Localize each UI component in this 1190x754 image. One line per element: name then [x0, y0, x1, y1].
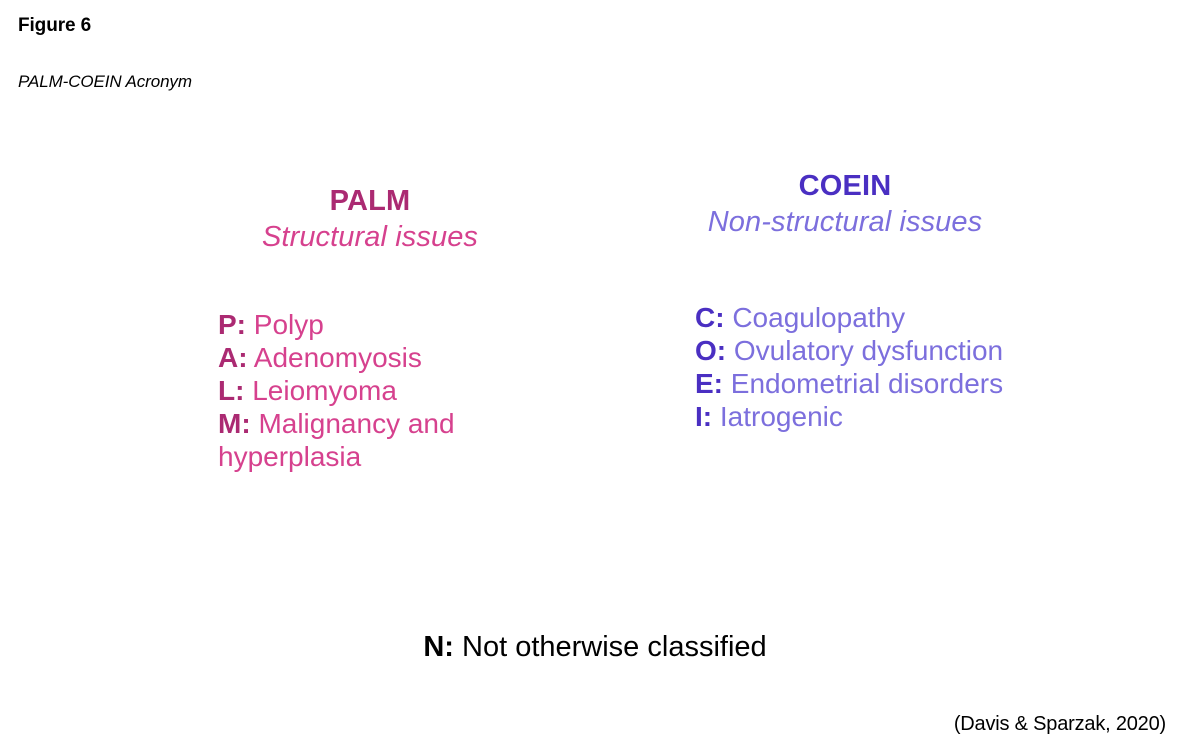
- list-item: P: Polyp: [218, 308, 590, 341]
- coein-item-value-i: Iatrogenic: [719, 401, 843, 433]
- palm-column-title: PALM: [329, 185, 411, 217]
- n-item-value: Not otherwise classified: [462, 631, 767, 663]
- list-item: A: Adenomyosis: [218, 341, 590, 374]
- palm-item-key-p: P:: [218, 309, 246, 341]
- coein-column-title: COEIN: [798, 170, 892, 202]
- not-otherwise-classified-line: N: Not otherwise classified: [0, 630, 1190, 665]
- palm-item-key-l: L:: [218, 375, 245, 407]
- figure-label: Figure 6: [18, 15, 92, 36]
- n-item-key: N:: [423, 631, 454, 663]
- coein-item-list: C: Coagulopathy O: Ovulatory dysfunction…: [625, 301, 1065, 433]
- palm-column: PALM Structural issues P: Polyp A: Adeno…: [150, 185, 590, 473]
- coein-column: COEIN Non-structural issues C: Coagulopa…: [625, 170, 1065, 433]
- list-item: E: Endometrial disorders: [695, 367, 1065, 400]
- list-item: I: Iatrogenic: [695, 400, 1065, 433]
- coein-item-key-e: E:: [695, 368, 723, 400]
- list-item: O: Ovulatory dysfunction: [695, 334, 1065, 367]
- coein-item-key-o: O:: [695, 335, 727, 367]
- palm-column-subtitle: Structural issues: [261, 220, 479, 253]
- coein-item-value-c: Coagulopathy: [732, 302, 906, 334]
- palm-item-value-p: Polyp: [253, 309, 324, 341]
- coein-item-key-i: I:: [695, 401, 713, 433]
- figure-subtitle: PALM-COEIN Acronym: [18, 72, 192, 91]
- palm-item-value-l: Leiomyoma: [252, 375, 397, 407]
- source-attribution: (Davis & Sparzak, 2020): [953, 713, 1166, 735]
- list-item: C: Coagulopathy: [695, 301, 1065, 334]
- palm-item-key-a: A:: [218, 342, 248, 374]
- coein-item-value-e: Endometrial disorders: [730, 368, 1004, 400]
- palm-item-key-m: M:: [218, 408, 251, 440]
- list-item: L: Leiomyoma: [218, 374, 590, 407]
- palm-item-list: P: Polyp A: Adenomyosis L: Leiomyoma M: …: [150, 308, 590, 473]
- list-item: M: Malignancy and hyperplasia: [218, 407, 590, 473]
- coein-column-subtitle: Non-structural issues: [707, 205, 983, 238]
- palm-item-value-a: Adenomyosis: [253, 342, 422, 374]
- coein-item-value-o: Ovulatory dysfunction: [733, 335, 1004, 367]
- palm-item-value-m: Malignancy and hyperplasia: [218, 408, 455, 473]
- coein-item-key-c: C:: [695, 302, 725, 334]
